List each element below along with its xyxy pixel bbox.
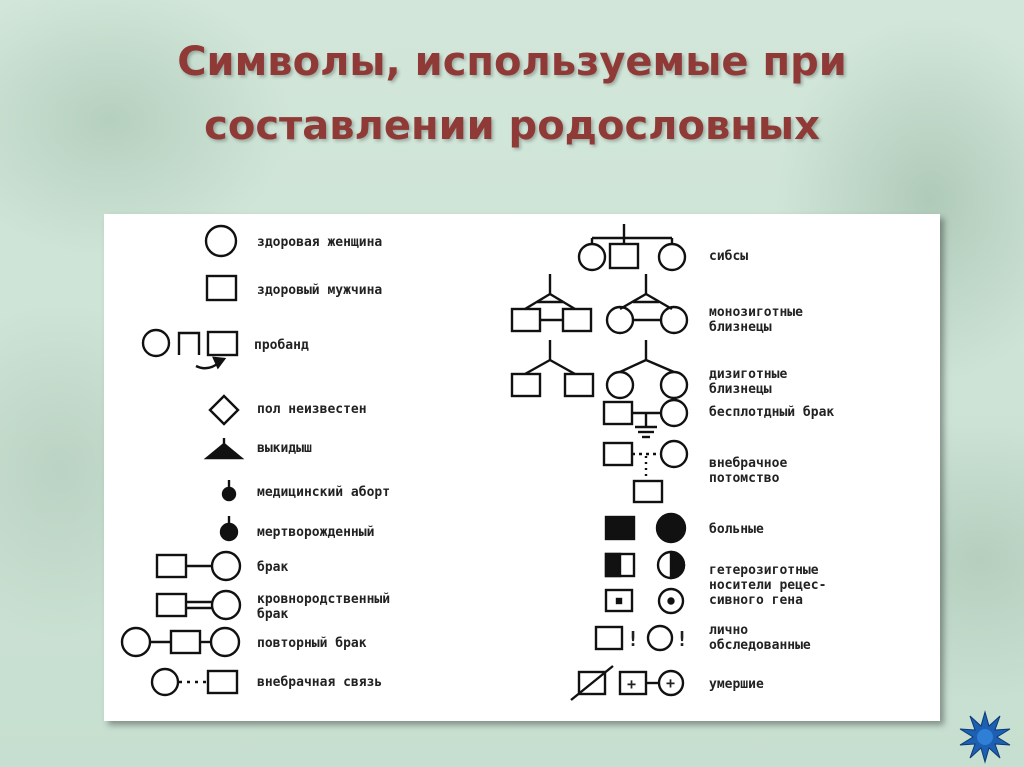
label-dizygotic-twins-1: дизиготные bbox=[709, 367, 787, 382]
plus-sign-square: + bbox=[627, 675, 636, 693]
label-marriage: брак bbox=[257, 560, 288, 575]
label-infertile-marriage: бесплотдный брак bbox=[709, 405, 834, 420]
marriage-symbol bbox=[155, 550, 242, 582]
extramarital-offspring-symbol bbox=[602, 439, 689, 504]
label-heterozygous-carriers-1: гетерозиготные bbox=[709, 563, 819, 578]
label-heterozygous-carriers-2: носители рецес- bbox=[709, 578, 826, 593]
medical-abortion-symbol bbox=[221, 480, 237, 502]
title-line-2: составлении родословных bbox=[204, 103, 820, 149]
slide-title: Символы, используемые при составлении ро… bbox=[0, 30, 1024, 158]
label-healthy-woman: здоровая женщина bbox=[257, 235, 382, 250]
stillborn-symbol bbox=[219, 516, 239, 542]
personally-examined-symbol: ! ! bbox=[594, 624, 688, 652]
label-personally-examined-1: лично bbox=[709, 623, 748, 638]
healthy-man-symbol bbox=[205, 274, 238, 302]
consanguineous-marriage-symbol bbox=[155, 589, 242, 621]
label-medical-abortion: медицинский аборт bbox=[257, 485, 390, 500]
pedigree-symbols-panel: ! ! + + здоровая женщина здоровый мужчин… bbox=[104, 214, 940, 721]
label-proband: пробанд bbox=[254, 338, 309, 353]
label-extramarital-relationship: внебрачная связь bbox=[257, 675, 382, 690]
repeated-marriage-symbol bbox=[120, 626, 241, 658]
label-extramarital-offspring-2: потомство bbox=[709, 471, 780, 486]
label-dizygotic-twins-2: близнецы bbox=[709, 382, 772, 397]
affected-symbol bbox=[604, 512, 687, 544]
label-repeated-marriage: повторный брак bbox=[257, 636, 367, 651]
label-siblings: сибсы bbox=[709, 249, 748, 264]
sex-unknown-symbol bbox=[208, 394, 240, 426]
label-consanguineous-marriage-1: кровнородственный bbox=[257, 592, 390, 607]
infertile-marriage-symbol bbox=[602, 398, 689, 439]
dizygotic-twins-symbol bbox=[510, 340, 689, 400]
title-line-1: Символы, используемые при bbox=[177, 39, 847, 85]
label-stillborn: мертворожденный bbox=[257, 525, 374, 540]
pedigree-symbols-diagram: ! ! + + здоровая женщина здоровый мужчин… bbox=[120, 224, 834, 701]
label-healthy-man: здоровый мужчина bbox=[257, 283, 382, 298]
label-personally-examined-2: обследованные bbox=[709, 638, 811, 653]
heterozygous-carriers-symbol bbox=[604, 550, 686, 615]
label-deceased: умершие bbox=[709, 677, 764, 692]
exclamation-mark-square: ! bbox=[627, 627, 639, 651]
label-affected: больные bbox=[709, 522, 764, 537]
exclamation-mark-circle: ! bbox=[676, 627, 688, 651]
monozygotic-twins-symbol bbox=[510, 274, 689, 335]
healthy-woman-symbol bbox=[204, 224, 238, 258]
label-consanguineous-marriage-2: брак bbox=[257, 607, 288, 622]
extramarital-relationship-symbol bbox=[150, 667, 239, 697]
label-monozygotic-twins-2: близнецы bbox=[709, 320, 772, 335]
label-monozygotic-twins-1: монозиготные bbox=[709, 305, 803, 320]
label-heterozygous-carriers-3: сивного гена bbox=[709, 593, 803, 608]
plus-sign-circle: + bbox=[666, 674, 675, 692]
next-slide-star-icon[interactable] bbox=[958, 710, 1012, 764]
label-sex-unknown: пол неизвестен bbox=[257, 402, 367, 417]
label-extramarital-offspring-1: внебрачное bbox=[709, 456, 787, 471]
label-miscarriage: выкидыш bbox=[257, 441, 312, 456]
siblings-symbol bbox=[577, 224, 687, 272]
proband-symbol bbox=[141, 328, 239, 370]
miscarriage-symbol bbox=[203, 438, 245, 460]
deceased-symbol: + + bbox=[570, 665, 685, 701]
